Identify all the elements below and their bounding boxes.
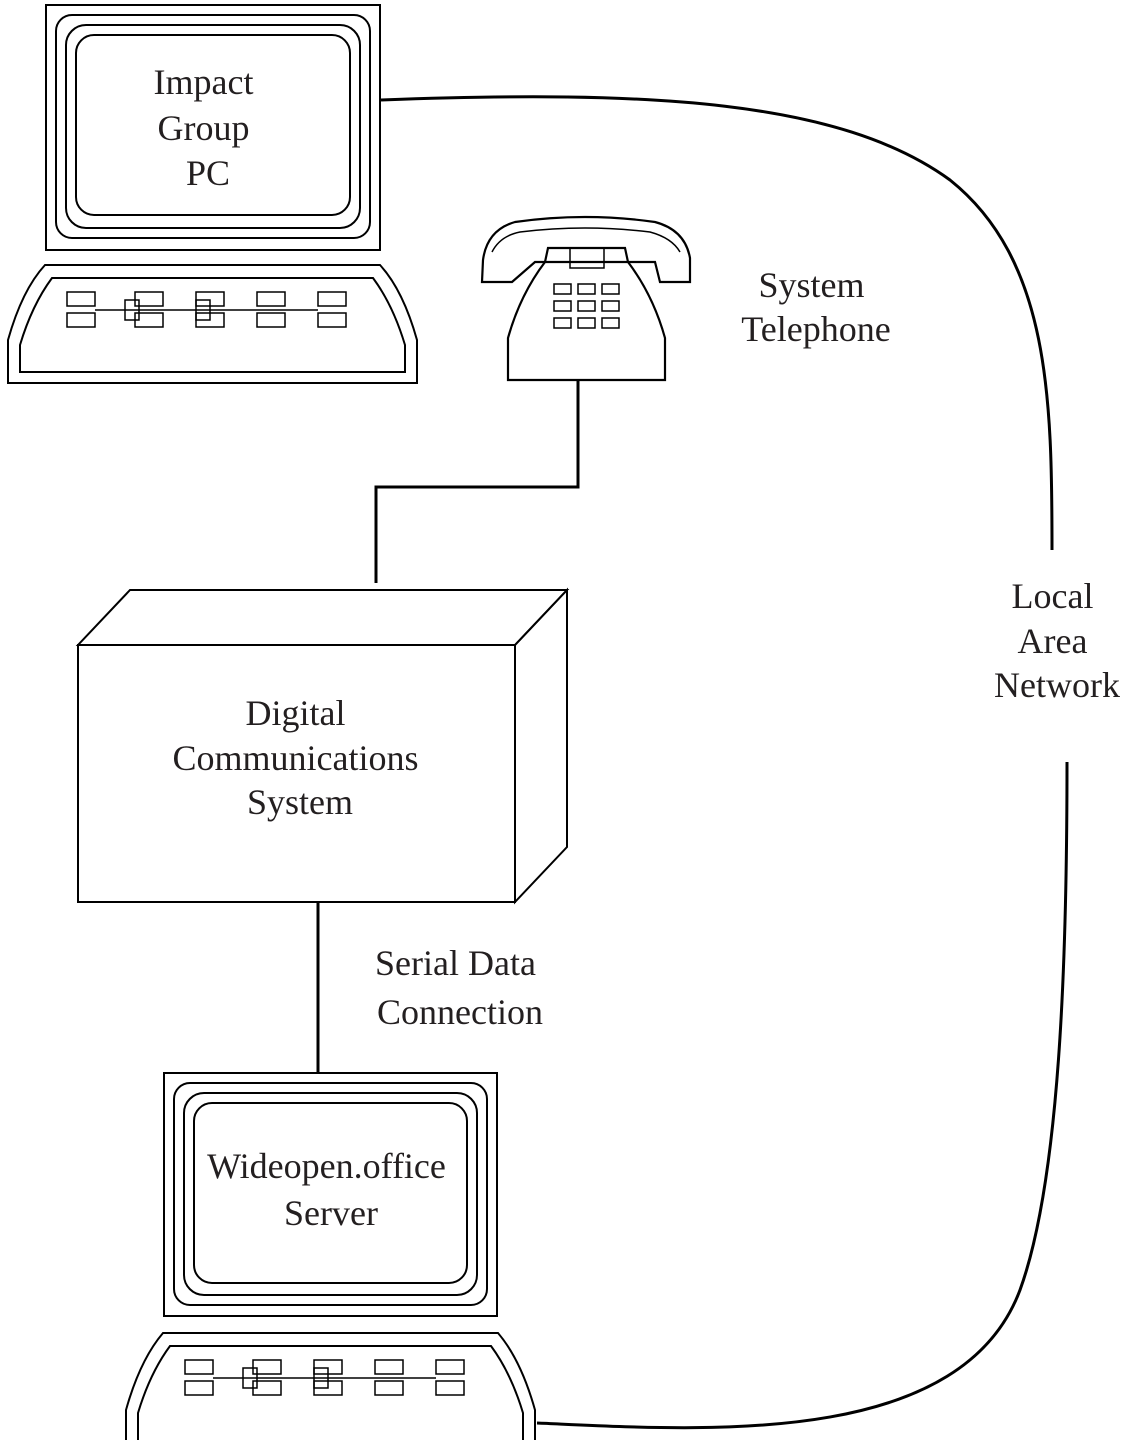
serial-label-line-1: Serial Data — [375, 943, 536, 983]
keypad-buttons — [553, 283, 620, 329]
dcs-label: Digital Communications System — [173, 693, 428, 822]
keyboard-keys — [184, 1359, 465, 1396]
system-telephone: System Telephone — [480, 215, 891, 382]
impact-pc-label-line-3: PC — [186, 153, 230, 193]
monitor-icon — [45, 4, 381, 251]
wideopen-office-server: Wideopen.office Server — [125, 1072, 536, 1440]
lan-label-line-3: Network — [994, 665, 1120, 705]
lan-label-line-2: Area — [1018, 621, 1088, 661]
telephone-label-line-2: Telephone — [741, 309, 890, 349]
server-label-line-2: Server — [284, 1193, 378, 1233]
digital-communications-system: Digital Communications System — [75, 587, 570, 905]
dcs-box-icon — [75, 587, 570, 905]
telephone-label: System Telephone — [741, 265, 890, 349]
keyboard-keys — [66, 291, 347, 328]
serial-data-connection: Serial Data Connection — [316, 902, 545, 1073]
impact-pc-label-line-1: Impact — [154, 62, 254, 102]
dcs-label-line-3: System — [247, 782, 353, 822]
server-label-line-1: Wideopen.office — [207, 1146, 446, 1186]
monitor-icon — [163, 1072, 498, 1317]
impact-group-pc: Impact Group PC — [7, 4, 418, 384]
dcs-label-line-2: Communications — [173, 738, 419, 778]
serial-connection-label: Serial Data Connection — [375, 943, 545, 1032]
lan-label-line-1: Local — [1012, 576, 1094, 616]
telephone-label-line-1: System — [758, 265, 864, 305]
local-area-network: Local Area Network — [379, 95, 1120, 1430]
keyboard-icon — [125, 1332, 536, 1440]
dcs-label-line-1: Digital — [246, 693, 346, 733]
telephone-icon — [480, 215, 692, 382]
impact-pc-label-line-2: Group — [158, 108, 250, 148]
keyboard-icon — [7, 264, 418, 384]
phone-to-dcs-cable — [374, 380, 580, 583]
server-label: Wideopen.office Server — [207, 1146, 455, 1233]
serial-label-line-2: Connection — [377, 992, 543, 1032]
impact-pc-label: Impact Group PC — [154, 62, 263, 193]
lan-label: Local Area Network — [994, 576, 1120, 705]
